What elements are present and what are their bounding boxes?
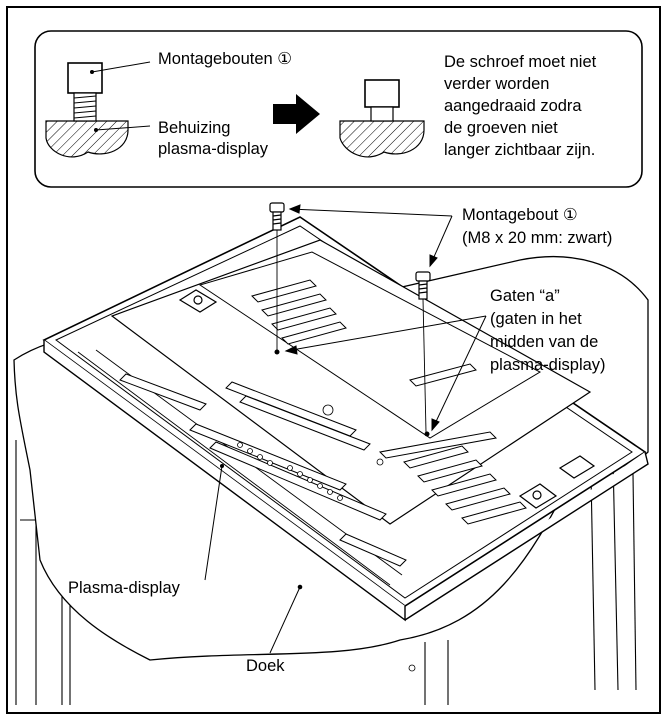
bolt-detail-after (339, 79, 425, 158)
inset-box (34, 30, 643, 188)
note-line-1: De schroef moet niet (444, 53, 597, 71)
bolt-label-line2: (M8 x 20 mm: zwart) (462, 229, 613, 247)
holes-label-line4: plasma-display) (490, 356, 606, 374)
note-line-2: verder worden (444, 75, 550, 93)
vent-slots (119, 279, 527, 567)
holes-label-line3: midden van de (490, 333, 599, 351)
mount-brackets (178, 289, 596, 509)
connectors (237, 404, 416, 672)
arrow-right-icon (273, 94, 320, 134)
bolt-pointer-arrows (288, 204, 453, 268)
cloth-label: Doek (246, 657, 285, 675)
mounting-bolt-right (415, 271, 431, 433)
display-label: Plasma-display (68, 579, 180, 597)
housing-label-line1: Behuizing (158, 119, 231, 137)
housing-label-line2: plasma-display (158, 140, 269, 158)
holes-pointer-arrows (284, 315, 487, 432)
holes-label-line1: Gaten “a” (490, 287, 560, 305)
bolts-label: Montagebouten ① (158, 50, 293, 68)
holes-label-line2: (gaten in het (490, 310, 582, 328)
note-line-3: aangedraaid zodra (444, 97, 582, 115)
note-line-5: langer zichtbaar zijn. (444, 141, 596, 159)
note-line-4: de groeven niet (444, 119, 558, 137)
mounting-bolt-left (269, 202, 285, 350)
bolt-label-line1: Montagebout ① (462, 206, 578, 224)
bolt-detail-before (45, 61, 151, 158)
